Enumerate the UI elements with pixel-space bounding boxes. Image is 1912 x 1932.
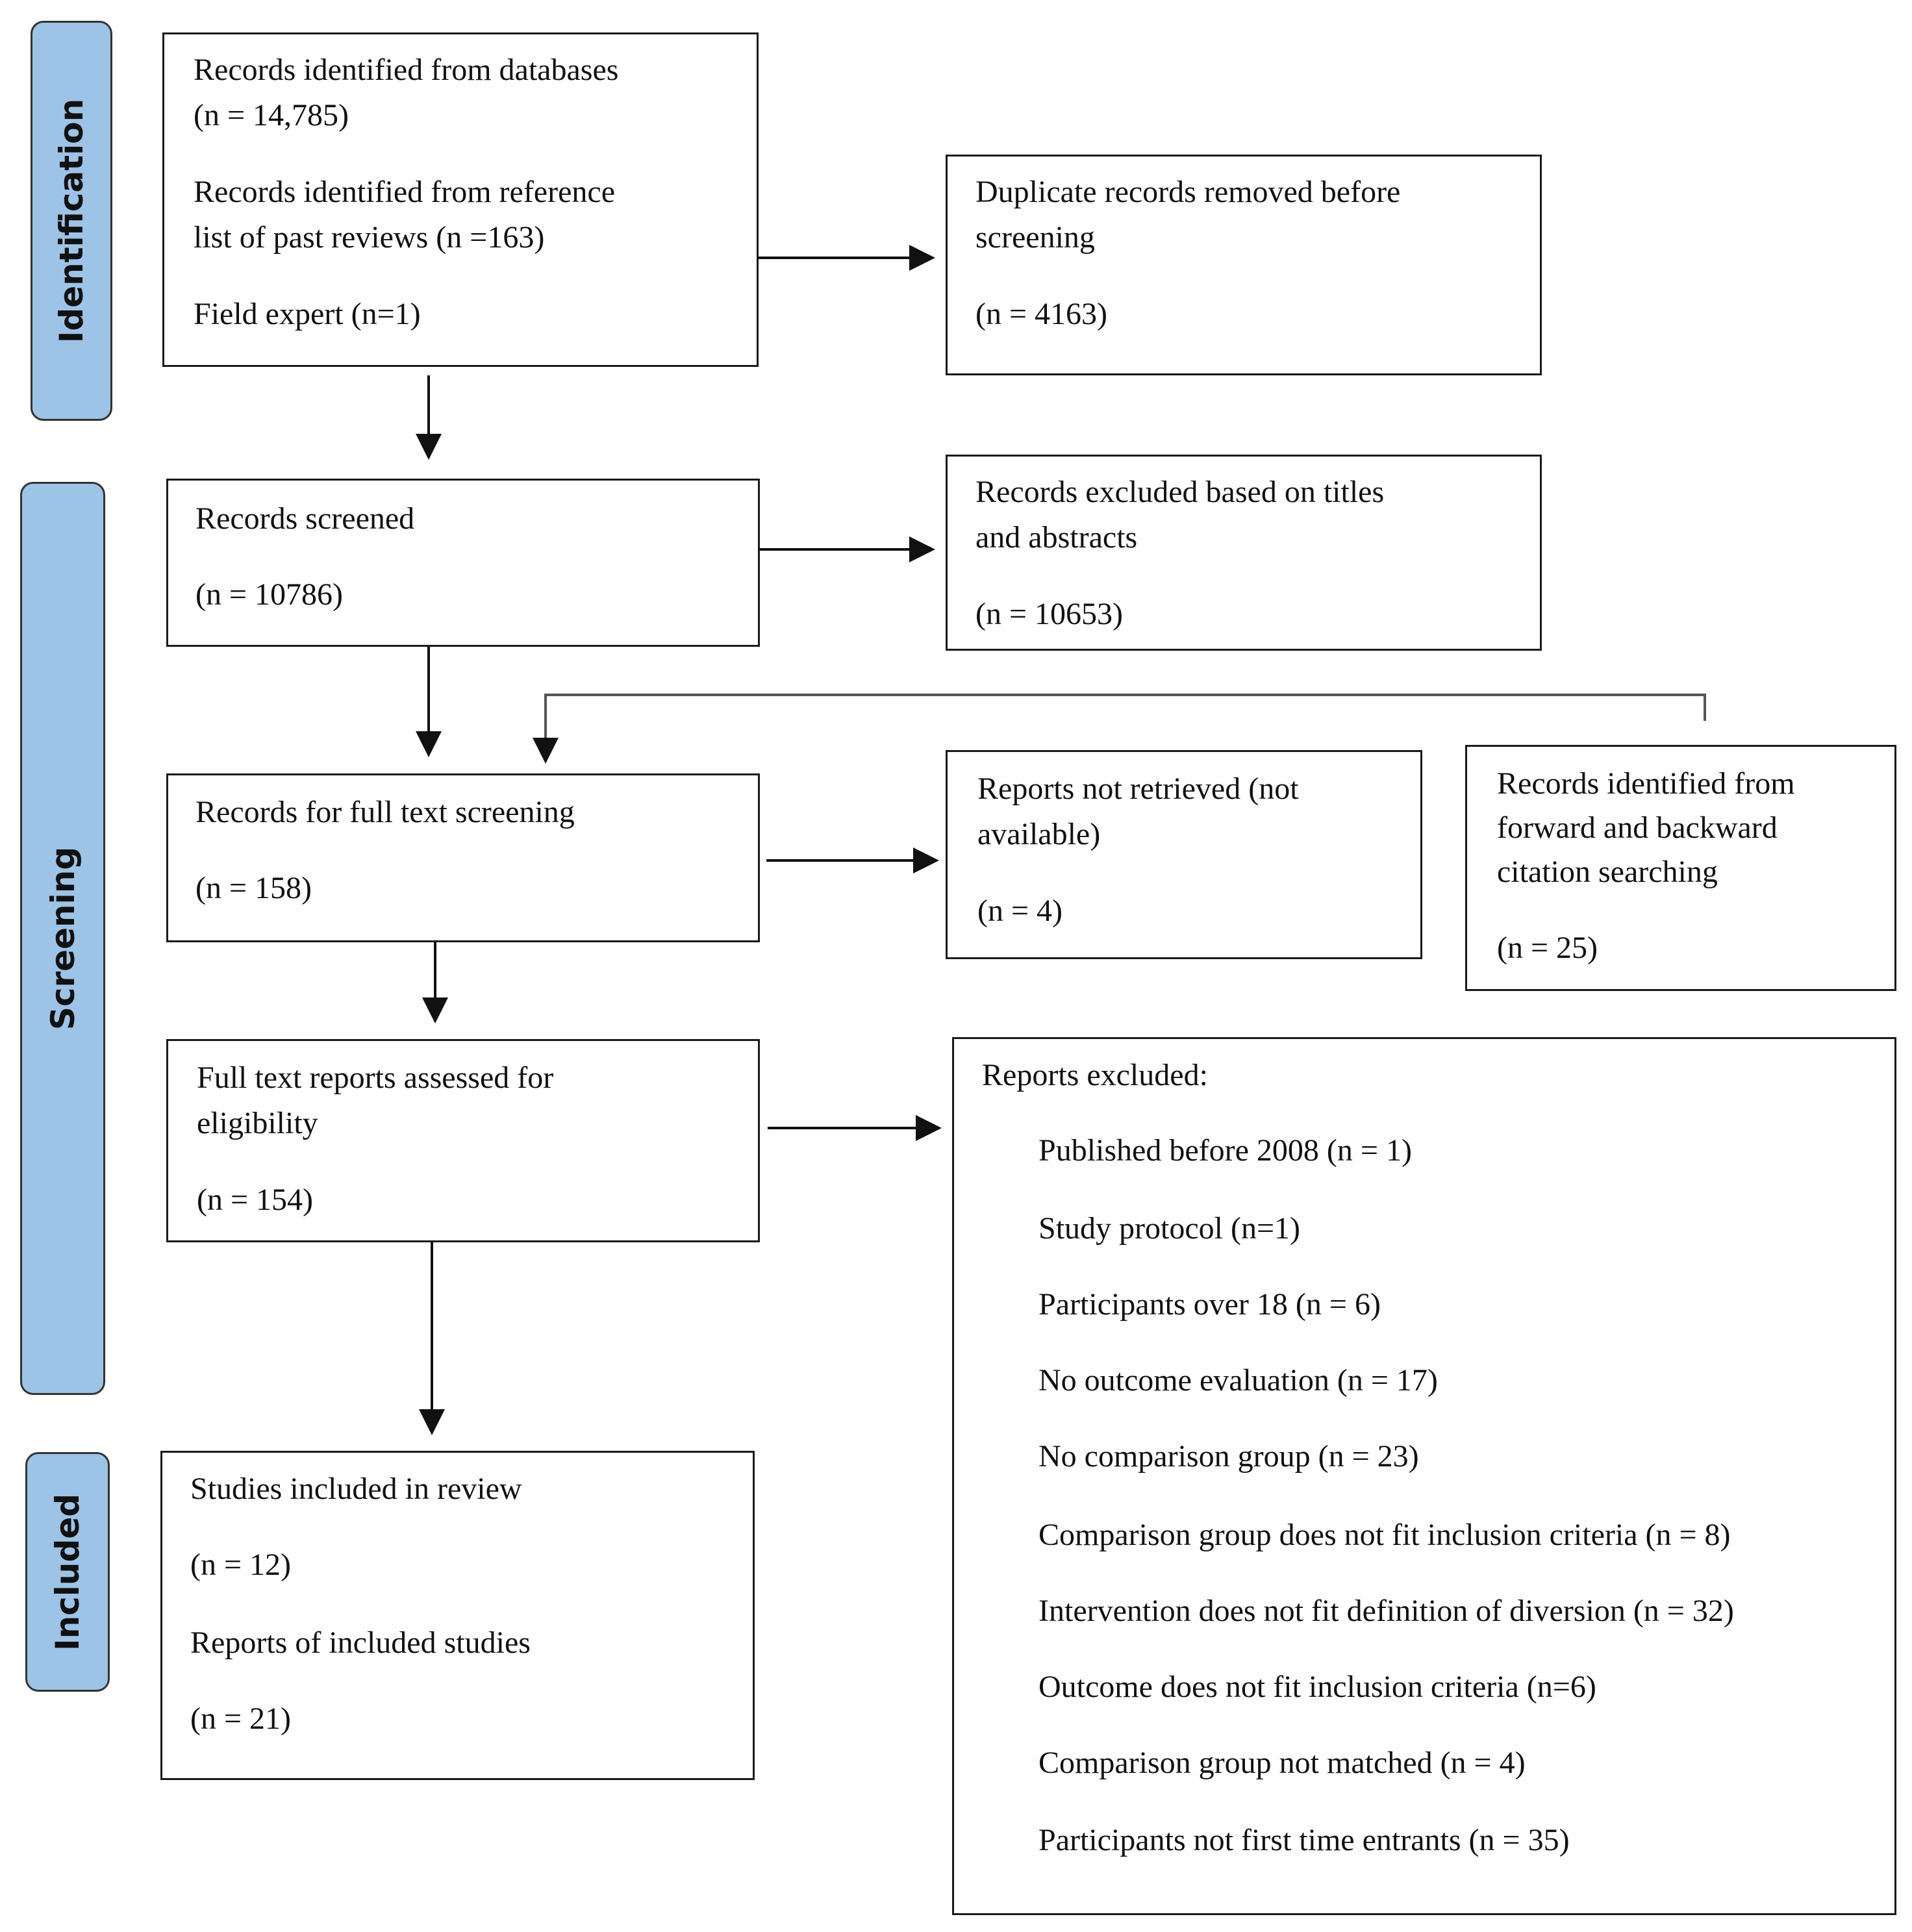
exclusion-reason: Study protocol (n=1) bbox=[1038, 1211, 1301, 1246]
arrow-from-citation-search bbox=[533, 694, 1706, 764]
included-reports-line: Reports of included studies bbox=[190, 1625, 531, 1660]
records-screened-count: (n = 10786) bbox=[195, 577, 344, 612]
reports-excluded-title: Reports excluded: bbox=[982, 1058, 1208, 1092]
duplicates-removed-box: Duplicate records removed before screeni… bbox=[946, 155, 1542, 375]
citation-search-count: (n = 25) bbox=[1497, 931, 1598, 965]
citation-search-line3: citation searching bbox=[1497, 855, 1718, 889]
phase-identification-label: Identification bbox=[53, 98, 90, 344]
not-retrieved-line1: Reports not retrieved (not bbox=[977, 772, 1299, 806]
exclusion-reason: Comparison group not matched (n = 4) bbox=[1038, 1746, 1526, 1780]
duplicates-removed-count: (n = 4163) bbox=[975, 297, 1108, 331]
records-identified-line3: Records identified from reference bbox=[194, 175, 616, 209]
records-screened-box: Records screened (n = 10786) bbox=[166, 479, 760, 647]
citation-search-box: Records identified from forward and back… bbox=[1465, 745, 1896, 991]
assessed-eligibility-line2: eligibility bbox=[197, 1106, 318, 1140]
phase-identification: Identification bbox=[31, 21, 112, 421]
citation-search-line2: forward and backward bbox=[1497, 810, 1778, 845]
assessed-eligibility-count: (n = 154) bbox=[197, 1183, 314, 1217]
phase-included: Included bbox=[25, 1452, 110, 1692]
not-retrieved-line2: available) bbox=[977, 817, 1101, 851]
records-excluded-count: (n = 10653) bbox=[975, 597, 1124, 631]
duplicates-removed-line1: Duplicate records removed before bbox=[975, 175, 1401, 209]
assessed-eligibility-box: Full text reports assessed for eligibili… bbox=[166, 1039, 760, 1242]
full-text-screening-line1: Records for full text screening bbox=[195, 795, 575, 829]
exclusion-reason: Published before 2008 (n = 1) bbox=[1038, 1133, 1412, 1168]
phase-screening: Screening bbox=[20, 482, 105, 1395]
phase-included-label: Included bbox=[49, 1493, 86, 1651]
records-screened-line1: Records screened bbox=[195, 501, 415, 536]
included-reports-count: (n = 21) bbox=[190, 1701, 292, 1736]
exclusion-reason: Participants over 18 (n = 6) bbox=[1038, 1287, 1381, 1322]
included-studies-count1: (n = 12) bbox=[190, 1548, 292, 1582]
phase-screening-label: Screening bbox=[44, 846, 82, 1031]
exclusion-reason: No outcome evaluation (n = 17) bbox=[1038, 1363, 1438, 1398]
records-identified-box: Records identified from databases (n = 1… bbox=[162, 32, 759, 367]
not-retrieved-box: Reports not retrieved (not available) (n… bbox=[946, 750, 1422, 959]
citation-search-line1: Records identified from bbox=[1497, 766, 1795, 801]
records-excluded-line2: and abstracts bbox=[975, 520, 1138, 555]
included-studies-box: Studies included in review (n = 12) Repo… bbox=[160, 1451, 755, 1780]
records-identified-line1: Records identified from databases bbox=[194, 53, 619, 87]
exclusion-reason: Intervention does not fit definition of … bbox=[1038, 1594, 1734, 1628]
exclusion-reason: No comparison group (n = 23) bbox=[1038, 1439, 1419, 1474]
full-text-screening-count: (n = 158) bbox=[195, 871, 312, 905]
records-identified-line2: (n = 14,785) bbox=[194, 98, 349, 132]
records-identified-line4: list of past reviews (n =163) bbox=[194, 220, 545, 255]
included-studies-line1: Studies included in review bbox=[190, 1472, 522, 1506]
exclusion-reason: Comparison group does not fit inclusion … bbox=[1038, 1518, 1731, 1552]
records-excluded-line1: Records excluded based on titles bbox=[975, 475, 1385, 509]
records-excluded-box: Records excluded based on titles and abs… bbox=[946, 455, 1542, 651]
exclusion-reason: Outcome does not fit inclusion criteria … bbox=[1038, 1670, 1596, 1704]
exclusion-reason: Participants not first time entrants (n … bbox=[1038, 1823, 1570, 1857]
duplicates-removed-line2: screening bbox=[975, 220, 1095, 255]
records-identified-line5: Field expert (n=1) bbox=[194, 297, 421, 331]
not-retrieved-count: (n = 4) bbox=[977, 894, 1063, 928]
full-text-screening-box: Records for full text screening (n = 158… bbox=[166, 773, 760, 942]
assessed-eligibility-line1: Full text reports assessed for bbox=[197, 1060, 554, 1095]
reports-excluded-box: Reports excluded: Published before 2008 … bbox=[952, 1037, 1896, 1915]
